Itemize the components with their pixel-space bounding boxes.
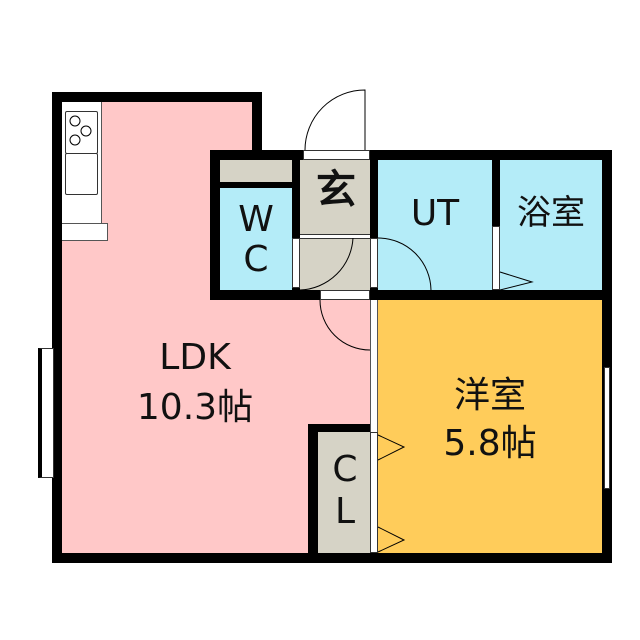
- entrance-room: [300, 160, 372, 290]
- entrance-door-opening[interactable]: [303, 150, 370, 160]
- ldk-size-label: 10.3帖: [136, 387, 254, 428]
- utility-label: UT: [410, 193, 460, 234]
- bath-door-opening[interactable]: [492, 226, 500, 290]
- bath-label: 浴室: [517, 193, 585, 233]
- closet-door-opening[interactable]: [370, 432, 378, 553]
- window-western-east: [604, 367, 610, 489]
- entrance-step: [300, 234, 370, 239]
- wall-ldk-top: [52, 92, 262, 102]
- bath-room: [500, 160, 602, 292]
- ldk-door-opening[interactable]: [320, 290, 370, 300]
- closet-label-c: C: [332, 449, 358, 490]
- wall-entrance-ut: [370, 150, 378, 300]
- utility-room: [378, 160, 492, 292]
- wc-label-w: W: [238, 199, 274, 240]
- sink-icon: [65, 153, 98, 195]
- closet-label-l: L: [334, 491, 356, 532]
- wall-bottom: [52, 553, 612, 563]
- ut-door-opening[interactable]: [370, 238, 378, 288]
- wc-door-opening[interactable]: [292, 238, 300, 288]
- ldk-name-label: LDK: [159, 337, 231, 378]
- closet-room: [318, 432, 372, 553]
- wall-wet-bottom: [210, 290, 612, 300]
- wall-ldk-western: [370, 300, 378, 553]
- wall-closet-left: [308, 424, 318, 563]
- window-ldk-west: [38, 348, 54, 478]
- wall-closet-top: [308, 424, 378, 432]
- wall-wc-shelf: [220, 182, 292, 188]
- entrance-label: 玄: [316, 167, 356, 213]
- western-name-label: 洋室: [453, 375, 526, 416]
- wall-wet-top: [210, 150, 612, 160]
- wall-ldk-topright: [252, 92, 262, 160]
- wc-label-c: C: [243, 239, 269, 280]
- wc-shelf: [220, 160, 292, 182]
- wall-wet-left: [210, 150, 220, 300]
- wall-ut-bath: [492, 150, 500, 292]
- stove-icon: [65, 111, 98, 154]
- western-size-label: 5.8帖: [443, 423, 537, 464]
- wall-right: [602, 150, 612, 563]
- wall-ldk-left: [52, 92, 62, 563]
- wall-wc-entrance: [292, 150, 300, 300]
- western-room: [378, 300, 602, 553]
- wc-room: [220, 187, 292, 290]
